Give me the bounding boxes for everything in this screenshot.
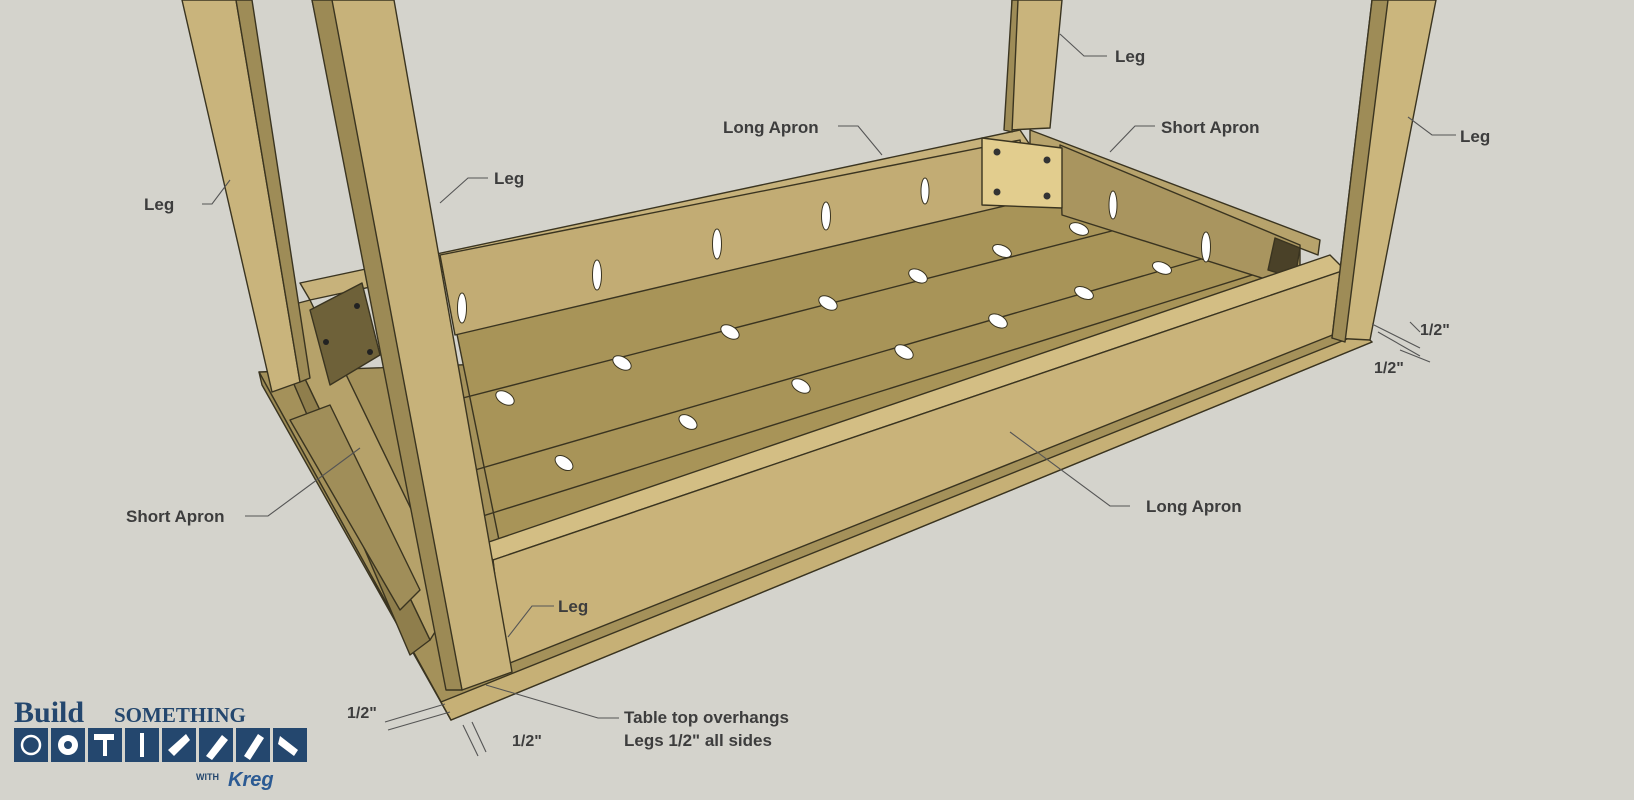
build-something-logo: Build SOMETHING WITH Kreg	[14, 696, 307, 791]
dimension-lines	[384, 321, 1431, 757]
pocket-holes-top	[495, 222, 1172, 472]
leg-back-right	[1331, 0, 1437, 343]
label-short-apron-back: Short Apron	[1161, 118, 1260, 137]
logo-word-something: SOMETHING	[114, 703, 246, 727]
dim-left-2: 1/2"	[512, 733, 542, 750]
dim-right-2: 1/2"	[1374, 360, 1404, 377]
long-apron-back	[299, 129, 1031, 336]
leg-front-left	[311, 0, 513, 691]
pocket-holes-back-apron	[457, 177, 1211, 324]
note-line-2: Legs 1/2" all sides	[624, 731, 772, 750]
corner-block-left	[309, 282, 381, 386]
logo-word-build: Build	[14, 696, 84, 729]
label-long-apron-back: Long Apron	[723, 118, 819, 137]
label-long-apron-front: Long Apron	[1146, 497, 1242, 516]
dim-right-1: 1/2"	[1420, 322, 1450, 339]
label-leg-left-outer: Leg	[144, 195, 174, 214]
note-line-1: Table top overhangs	[624, 708, 789, 727]
logo-word-with: WITH	[196, 772, 219, 782]
label-leg-top-center: Leg	[1115, 47, 1145, 66]
corner-block-back	[981, 137, 1063, 209]
label-leg-front: Leg	[558, 597, 588, 616]
short-apron-front	[271, 299, 456, 656]
label-leg-top-right: Leg	[1460, 127, 1490, 146]
dim-left-1: 1/2"	[347, 705, 377, 722]
leg-left-outer	[181, 0, 311, 393]
circle-tool-icon	[14, 728, 48, 762]
label-short-apron-front: Short Apron	[126, 507, 225, 526]
leg-back-center	[1003, 0, 1063, 133]
logo-tool-icons	[14, 728, 307, 762]
leader-lines	[202, 33, 1456, 719]
logo-brand-kreg: Kreg	[228, 769, 274, 791]
label-leg-left-inner: Leg	[494, 169, 524, 188]
